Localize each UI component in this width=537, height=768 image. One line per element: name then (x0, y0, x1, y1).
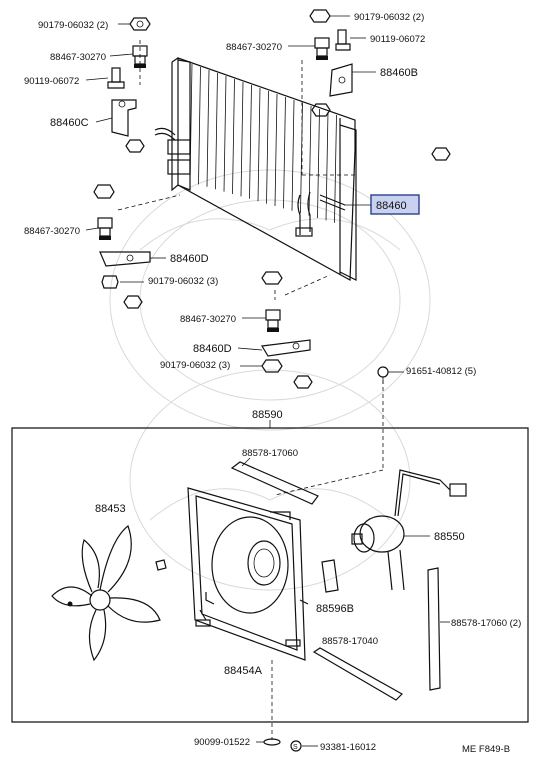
label-90179-06032-2-left: 90179-06032 (2) (38, 20, 108, 31)
fan-blade (51, 525, 167, 662)
condenser-fin (266, 90, 269, 204)
condenser-fin (206, 69, 210, 187)
highlight-88460 (370, 194, 420, 215)
lower-fasteners: S (263, 738, 302, 752)
fan-motor (351, 469, 467, 591)
label-90119-06072-right: 90119-06072 (370, 34, 425, 45)
condenser-fin (232, 78, 235, 195)
callout-labels: 90179-06032 (2) 88467-30270 90119-06072 … (24, 12, 521, 755)
label-90179-06032-3-lower: 90179-06032 (3) (160, 360, 230, 371)
label-88467-30270-c: 88467-30270 (24, 226, 80, 237)
condenser-fin (257, 87, 261, 202)
label-88460d-lower: 88460D (193, 343, 232, 355)
condenser-fin (198, 66, 201, 185)
watermark (109, 169, 431, 591)
label-88578-17060-top: 88578-17060 (242, 448, 298, 459)
label-93381-16012: 93381-16012 (320, 742, 376, 753)
label-90179-06032-3-upper: 90179-06032 (3) (148, 276, 218, 287)
label-88596b: 88596B (316, 603, 354, 615)
label-88467-30270-a: 88467-30270 (50, 52, 106, 63)
svg-text:S: S (293, 744, 298, 751)
seal-bottom (312, 647, 403, 701)
seal-top (230, 461, 319, 505)
label-88590: 88590 (252, 409, 283, 421)
label-91651-40812-5: 91651-40812 (5) (406, 366, 476, 377)
condenser-fin (223, 75, 227, 192)
condenser-fin (249, 84, 252, 199)
label-90119-06072-left: 90119-06072 (24, 76, 79, 87)
condenser-fin (291, 99, 295, 211)
label-88467-30270-b: 88467-30270 (226, 42, 282, 53)
condenser-fin (274, 93, 278, 207)
condenser-fin (240, 81, 244, 197)
seal-right (427, 567, 441, 691)
label-88460c: 88460C (50, 117, 89, 129)
condenser (154, 57, 357, 281)
label-88454a: 88454A (224, 665, 263, 677)
label-88453: 88453 (95, 503, 126, 515)
condenser-fin (308, 105, 312, 216)
fan-shroud (187, 487, 309, 661)
label-88467-30270-d: 88467-30270 (180, 314, 236, 325)
leader-lines-upper (117, 40, 384, 740)
part-88596b (321, 559, 339, 593)
label-88578-17040: 88578-17040 (322, 636, 378, 647)
condenser-fin (283, 96, 286, 209)
mounting-hardware-left (93, 17, 151, 309)
condenser-fin (317, 108, 320, 219)
fan-assembly-box (11, 420, 529, 723)
condenser-fin (325, 111, 329, 221)
label-88460d-upper: 88460D (170, 253, 209, 265)
mounting-hardware-right (309, 9, 451, 161)
diagram-code: ME F849-B (462, 744, 510, 755)
label-88460b: 88460B (380, 67, 418, 79)
condenser-fin (334, 114, 337, 223)
label-88550: 88550 (434, 531, 465, 543)
label-88460: 88460 (376, 200, 407, 212)
label-90179-06032-2-right: 90179-06032 (2) (354, 12, 424, 23)
condenser-fin (300, 102, 303, 214)
label-88578-17060-right: 88578-17060 (2) (451, 618, 521, 629)
label-90099-01522: 90099-01522 (194, 737, 250, 748)
condenser-fin (215, 72, 218, 190)
